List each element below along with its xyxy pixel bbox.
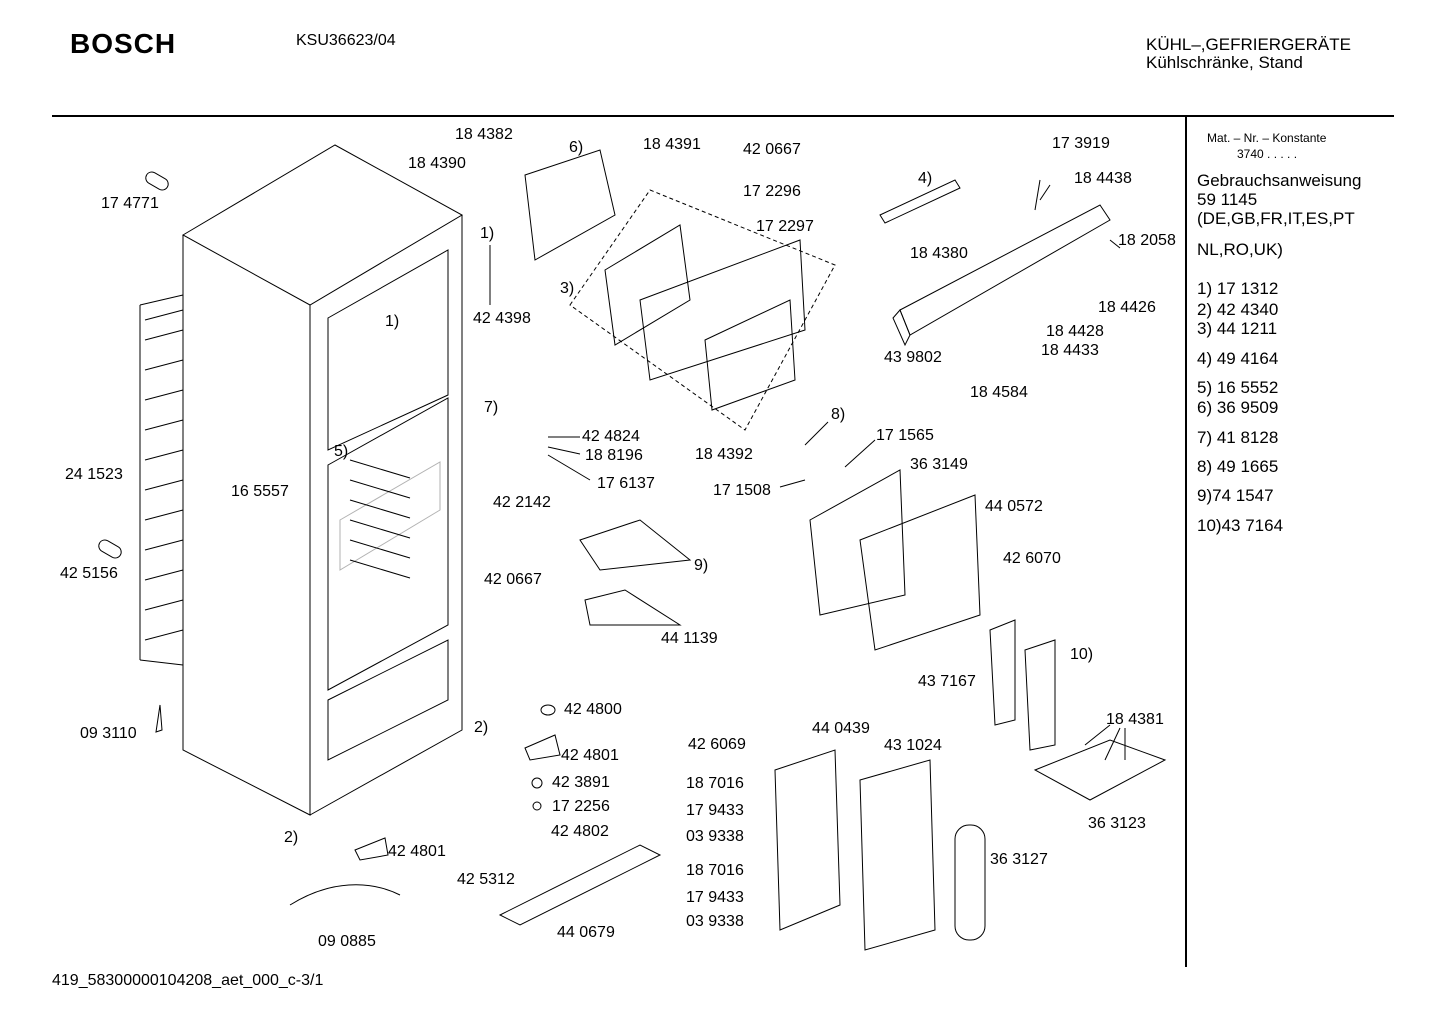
part-label: 17 2256 bbox=[552, 798, 610, 815]
ref-item: 3) 44 1211 bbox=[1197, 319, 1278, 338]
ref-item: 5) 16 5552 bbox=[1197, 378, 1279, 397]
part-label: 36 3149 bbox=[910, 456, 968, 473]
part-label: 44 1139 bbox=[661, 630, 718, 647]
part-label: 18 7016 bbox=[686, 862, 744, 879]
part-label: 4) bbox=[918, 170, 933, 187]
part-label: 24 1523 bbox=[65, 466, 123, 483]
part-label: 17 2296 bbox=[743, 183, 801, 200]
ref-item: 6) 36 9509 bbox=[1197, 398, 1279, 417]
ref-item: 8) 49 1665 bbox=[1197, 457, 1279, 476]
part-label: 18 4428 bbox=[1046, 323, 1104, 340]
model-number: KSU36623/04 bbox=[296, 32, 396, 49]
part-label: 42 4801 bbox=[388, 843, 446, 860]
part-label: 9) bbox=[694, 557, 709, 574]
konstante-value: 3740 . . . . . bbox=[1237, 147, 1298, 161]
part-label: 43 1024 bbox=[884, 737, 942, 754]
part-label: 17 1508 bbox=[713, 482, 771, 499]
part-label: 42 5312 bbox=[457, 871, 515, 888]
part-label: 18 7016 bbox=[686, 775, 744, 792]
part-label: 18 4584 bbox=[970, 384, 1028, 401]
part-label: 42 0667 bbox=[743, 141, 801, 158]
part-label: 44 0439 bbox=[812, 720, 870, 737]
part-label: 18 8196 bbox=[585, 447, 643, 464]
category-title: KÜHL–,GEFRIERGERÄTE bbox=[1146, 35, 1351, 54]
brand-logo: BOSCH bbox=[70, 28, 177, 59]
part-label: 42 4800 bbox=[564, 701, 622, 718]
konstante-label: Mat. – Nr. – Konstante bbox=[1207, 131, 1327, 145]
part-label: 18 4426 bbox=[1098, 299, 1156, 316]
fridge-cabinet-drawing bbox=[139, 144, 464, 816]
part-label: 42 4398 bbox=[473, 310, 531, 327]
part-label: 18 4381 bbox=[1106, 711, 1164, 728]
manual-languages-cont: NL,RO,UK) bbox=[1197, 240, 1283, 259]
part-label: 43 9802 bbox=[884, 349, 942, 366]
ref-item: 10)43 7164 bbox=[1197, 516, 1284, 535]
part-label: 18 4380 bbox=[910, 245, 968, 262]
ref-item: 1) 17 1312 bbox=[1197, 279, 1279, 298]
part-label: 43 7167 bbox=[918, 673, 976, 690]
part-label: 17 9433 bbox=[686, 802, 744, 819]
part-label: 42 2142 bbox=[493, 494, 551, 511]
part-label: 6) bbox=[569, 139, 584, 156]
part-label: 8) bbox=[831, 406, 846, 423]
manual-label: Gebrauchsanweisung bbox=[1197, 171, 1362, 190]
part-label: 18 4390 bbox=[408, 155, 466, 172]
part-shape bbox=[145, 171, 169, 191]
part-label: 03 9338 bbox=[686, 913, 744, 930]
part-label: 3) bbox=[560, 280, 575, 297]
part-label: 16 5557 bbox=[231, 483, 289, 500]
category-subtitle: Kühlschränke, Stand bbox=[1146, 53, 1303, 72]
header-divider bbox=[52, 115, 1394, 117]
sidebar-divider bbox=[1185, 117, 1187, 967]
part-label: 09 3110 bbox=[80, 725, 137, 742]
part-label: 17 9433 bbox=[686, 889, 744, 906]
ref-item: 7) 41 8128 bbox=[1197, 428, 1279, 447]
part-label: 17 1565 bbox=[876, 427, 934, 444]
part-label: 17 3919 bbox=[1052, 135, 1110, 152]
manual-languages: (DE,GB,FR,IT,ES,PT bbox=[1197, 209, 1355, 228]
part-label: 42 4801 bbox=[561, 747, 619, 764]
part-label: 36 3123 bbox=[1088, 815, 1146, 832]
part-label: 1) bbox=[480, 225, 495, 242]
part-label: 1) bbox=[385, 313, 400, 330]
part-label: 42 0667 bbox=[484, 571, 542, 588]
part-label: 18 4438 bbox=[1074, 170, 1132, 187]
ref-item: 4) 49 4164 bbox=[1197, 349, 1279, 368]
part-label: 10) bbox=[1070, 646, 1094, 663]
part-label: 18 4392 bbox=[695, 446, 753, 463]
part-label: 17 6137 bbox=[597, 475, 655, 492]
part-label: 42 6070 bbox=[1003, 550, 1061, 567]
part-label: 42 6069 bbox=[688, 736, 746, 753]
part-label: 42 4824 bbox=[582, 428, 640, 445]
manual-number: 59 1145 bbox=[1197, 190, 1258, 209]
part-label: 18 2058 bbox=[1118, 232, 1176, 249]
part-label: 17 4771 bbox=[101, 195, 159, 212]
part-label: 18 4382 bbox=[455, 126, 513, 143]
part-label: 18 4391 bbox=[643, 136, 701, 153]
part-label: 42 5156 bbox=[60, 565, 118, 582]
part-label: 7) bbox=[484, 399, 499, 416]
part-label: 2) bbox=[284, 829, 299, 846]
part-label: 03 9338 bbox=[686, 828, 744, 845]
part-label: 18 4433 bbox=[1041, 342, 1099, 359]
part-label: 44 0572 bbox=[985, 498, 1043, 515]
part-label: 09 0885 bbox=[318, 933, 376, 950]
part-label: 42 4802 bbox=[551, 823, 609, 840]
part-label: 5) bbox=[334, 443, 349, 460]
part-label: 42 3891 bbox=[552, 774, 610, 791]
part-label: 44 0679 bbox=[557, 924, 615, 941]
ref-item: 2) 42 4340 bbox=[1197, 300, 1279, 319]
part-label: 2) bbox=[474, 719, 489, 736]
document-id: 419_58300000104208_aet_000_c-3/1 bbox=[52, 972, 324, 989]
ref-item: 9)74 1547 bbox=[1197, 486, 1274, 505]
part-label: 36 3127 bbox=[990, 851, 1048, 868]
part-label: 17 2297 bbox=[756, 218, 814, 235]
